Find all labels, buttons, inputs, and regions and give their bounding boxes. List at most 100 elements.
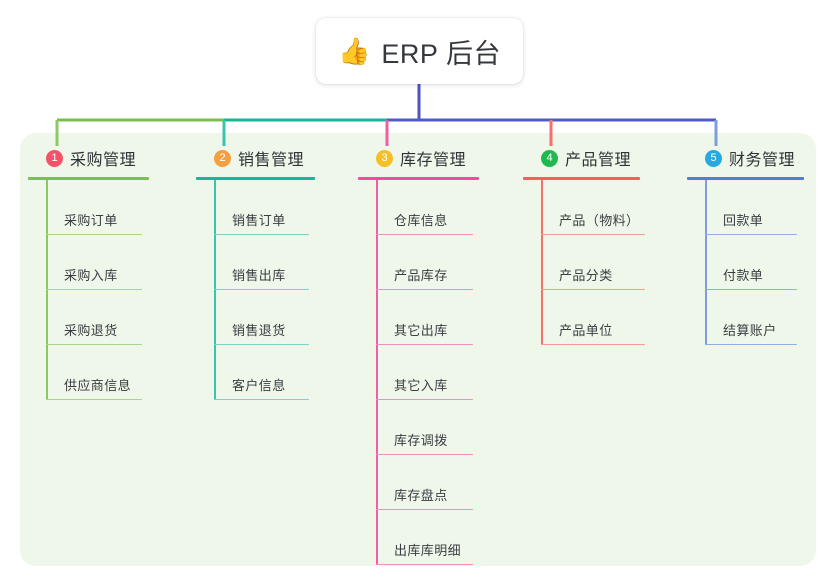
- branch-header-3[interactable]: 3 库存管理: [358, 146, 513, 170]
- leaf-label: 出库库明细: [394, 542, 462, 558]
- branch-badge-icon: 4: [541, 149, 558, 167]
- leaf-rule: [46, 233, 142, 235]
- leaf-rule: [46, 343, 142, 345]
- leaf-rule: [376, 233, 473, 235]
- leaf-item[interactable]: 产品库存: [358, 235, 513, 290]
- branch-title: 产品管理: [565, 152, 632, 169]
- branch-header-5[interactable]: 5 财务管理: [687, 146, 837, 170]
- leaf-item[interactable]: 回款单: [687, 180, 837, 235]
- leaf-label: 销售出库: [232, 267, 286, 283]
- branch-title: 财务管理: [729, 152, 796, 169]
- leaf-label: 采购入库: [64, 267, 118, 283]
- leaf-item[interactable]: 客户信息: [196, 345, 346, 400]
- branch-header-rule: [196, 177, 315, 180]
- branch-badge-icon: 2: [214, 149, 231, 167]
- leaf-rule: [541, 288, 645, 290]
- branch-column-1: 1 采购管理采购订单采购入库采购退货供应商信息: [28, 146, 178, 400]
- leaf-item[interactable]: 仓库信息: [358, 180, 513, 235]
- leaf-label: 付款单: [723, 267, 764, 283]
- leaf-item[interactable]: 销售出库: [196, 235, 346, 290]
- leaf-rule: [376, 453, 473, 455]
- leaf-rule: [376, 288, 473, 290]
- leaf-label: 库存调拨: [394, 432, 448, 448]
- branch-badge-icon: 1: [46, 149, 63, 167]
- branch-header-2[interactable]: 2 销售管理: [196, 146, 346, 170]
- leaf-label: 结算账户: [723, 322, 777, 338]
- branch-leaf-list: 销售订单销售出库销售退货客户信息: [196, 180, 346, 400]
- leaf-label: 回款单: [723, 212, 764, 228]
- leaf-label: 产品（物料）: [559, 212, 640, 228]
- leaf-item[interactable]: 其它入库: [358, 345, 513, 400]
- leaf-rule: [376, 508, 473, 510]
- leaf-item[interactable]: 销售订单: [196, 180, 346, 235]
- leaf-label: 客户信息: [232, 377, 286, 393]
- leaf-rule: [214, 398, 309, 400]
- leaf-rule: [376, 563, 473, 565]
- leaf-rule: [705, 233, 797, 235]
- leaf-item[interactable]: 产品分类: [523, 235, 688, 290]
- branch-badge-icon: 5: [705, 149, 722, 167]
- branch-badge-icon: 3: [376, 149, 393, 167]
- leaf-item[interactable]: 供应商信息: [28, 345, 178, 400]
- branch-title: 采购管理: [70, 152, 137, 169]
- branch-header-1[interactable]: 1 采购管理: [28, 146, 178, 170]
- branch-spine: [705, 180, 707, 345]
- leaf-item[interactable]: 库存盘点: [358, 455, 513, 510]
- leaf-item[interactable]: 销售退货: [196, 290, 346, 345]
- leaf-item[interactable]: 采购订单: [28, 180, 178, 235]
- leaf-rule: [214, 288, 309, 290]
- leaf-label: 库存盘点: [394, 487, 448, 503]
- leaf-label: 产品库存: [394, 267, 448, 283]
- branch-header-rule: [687, 177, 804, 180]
- leaf-label: 其它出库: [394, 322, 448, 338]
- branch-spine: [541, 180, 543, 345]
- leaf-rule: [376, 398, 473, 400]
- branch-leaf-list: 采购订单采购入库采购退货供应商信息: [28, 180, 178, 400]
- branch-header-rule: [28, 177, 149, 180]
- leaf-label: 销售退货: [232, 322, 286, 338]
- leaf-label: 供应商信息: [64, 377, 132, 393]
- branch-spine: [46, 180, 48, 400]
- leaf-label: 采购订单: [64, 212, 118, 228]
- leaf-item[interactable]: 付款单: [687, 235, 837, 290]
- leaf-item[interactable]: 产品单位: [523, 290, 688, 345]
- branch-column-4: 4 产品管理产品（物料） 产品分类产品单位: [523, 146, 688, 345]
- branch-header-rule: [523, 177, 640, 180]
- branch-header-4[interactable]: 4 产品管理: [523, 146, 688, 170]
- leaf-label: 仓库信息: [394, 212, 448, 228]
- leaf-rule: [541, 233, 645, 235]
- leaf-item[interactable]: 结算账户: [687, 290, 837, 345]
- leaf-item[interactable]: 出库库明细: [358, 510, 513, 565]
- branch-column-5: 5 财务管理回款单付款单结算账户: [687, 146, 837, 345]
- leaf-item[interactable]: 采购退货: [28, 290, 178, 345]
- branch-column-2: 2 销售管理销售订单销售出库销售退货客户信息: [196, 146, 346, 400]
- branch-title: 库存管理: [400, 152, 467, 169]
- leaf-item[interactable]: 其它出库: [358, 290, 513, 345]
- branch-leaf-list: 产品（物料） 产品分类产品单位: [523, 180, 688, 345]
- branch-title: 销售管理: [238, 152, 305, 169]
- root-node-card[interactable]: 👍 ERP 后台: [316, 18, 523, 84]
- leaf-rule: [705, 288, 797, 290]
- leaf-rule: [376, 343, 473, 345]
- branch-spine: [214, 180, 216, 400]
- branch-leaf-list: 仓库信息产品库存其它出库其它入库库存调拨库存盘点出库库明细: [358, 180, 513, 565]
- root-node-title: ERP 后台: [381, 38, 501, 69]
- leaf-label: 产品单位: [559, 322, 613, 338]
- leaf-rule: [46, 398, 142, 400]
- branch-column-3: 3 库存管理仓库信息产品库存其它出库其它入库库存调拨库存盘点出库库明细: [358, 146, 513, 565]
- leaf-rule: [46, 288, 142, 290]
- leaf-rule: [541, 343, 645, 345]
- branch-header-rule: [358, 177, 479, 180]
- leaf-item[interactable]: 库存调拨: [358, 400, 513, 455]
- leaf-label: 采购退货: [64, 322, 118, 338]
- leaf-label: 产品分类: [559, 267, 613, 283]
- leaf-rule: [214, 343, 309, 345]
- leaf-item[interactable]: 采购入库: [28, 235, 178, 290]
- leaf-rule: [705, 343, 797, 345]
- thumbs-up-icon: 👍: [338, 36, 371, 66]
- leaf-label: 销售订单: [232, 212, 286, 228]
- leaf-item[interactable]: 产品（物料）: [523, 180, 688, 235]
- branch-spine: [376, 180, 378, 565]
